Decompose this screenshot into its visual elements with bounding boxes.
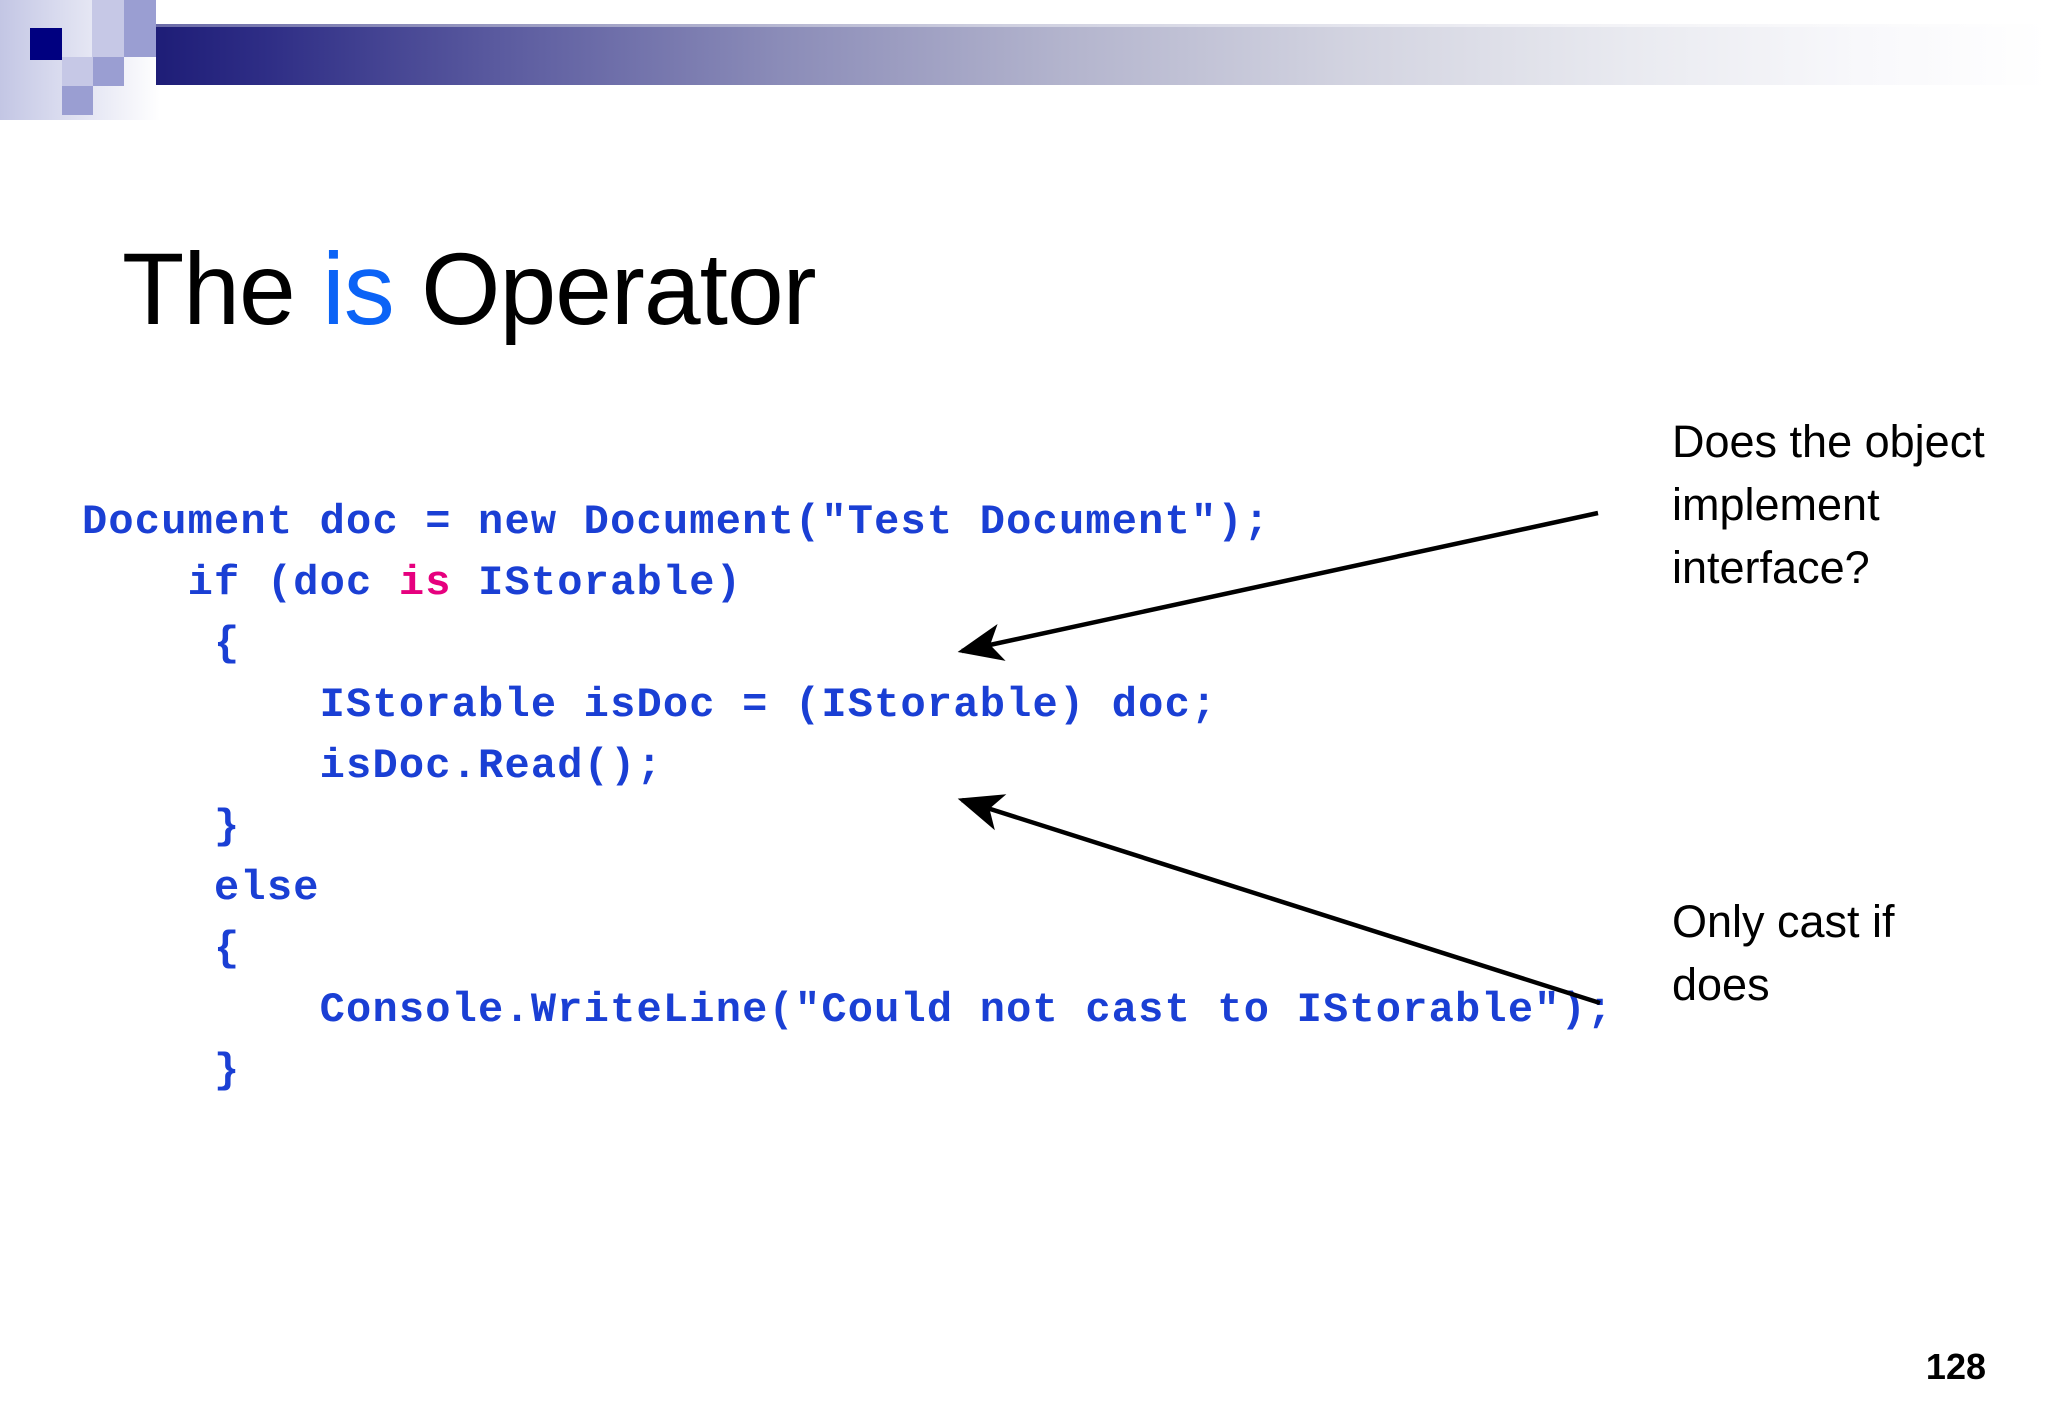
code-line-5: isDoc.Read(); <box>82 742 663 790</box>
deco-square-mid-3 <box>93 57 124 86</box>
code-line-7: else <box>82 864 320 912</box>
deco-square-mid-1 <box>124 0 156 29</box>
code-line-9: Console.WriteLine("Could not cast to ISt… <box>82 986 1614 1034</box>
code-line-2-pre: if (doc <box>82 559 399 607</box>
title-keyword-is: is <box>322 232 395 347</box>
code-line-6: } <box>82 803 241 851</box>
code-line-4: IStorable isDoc = (IStorable) doc; <box>82 681 1218 729</box>
deco-square-light-2 <box>92 29 124 57</box>
annotation-implement-interface: Does the object implement interface? <box>1672 416 1985 593</box>
page-number: 128 <box>1925 1346 1986 1387</box>
deco-square-light-3 <box>62 57 93 86</box>
title-prefix: The <box>122 232 323 347</box>
deco-square-light-1 <box>92 0 124 29</box>
code-line-8: { <box>82 925 241 973</box>
deco-square-navy <box>30 28 62 60</box>
code-line-10: } <box>82 1047 241 1095</box>
code-line-3: { <box>82 620 241 668</box>
header-bar-highlight <box>156 24 2048 27</box>
code-keyword-is: is <box>398 559 452 607</box>
header-gradient-bar <box>156 27 2048 85</box>
decorative-header <box>0 0 2048 140</box>
page-title: The is Operator <box>122 236 817 343</box>
code-line-2-post: IStorable) <box>451 559 743 607</box>
title-suffix: Operator <box>393 232 817 347</box>
code-line-1: Document doc = new Document("Test Docume… <box>82 498 1271 546</box>
code-block: Document doc = new Document("Test Docume… <box>82 492 1613 1102</box>
deco-square-mid-4 <box>62 86 93 115</box>
deco-square-mid-2 <box>124 29 156 57</box>
annotation-only-cast-if-does: Only cast if does <box>1672 896 1895 1010</box>
